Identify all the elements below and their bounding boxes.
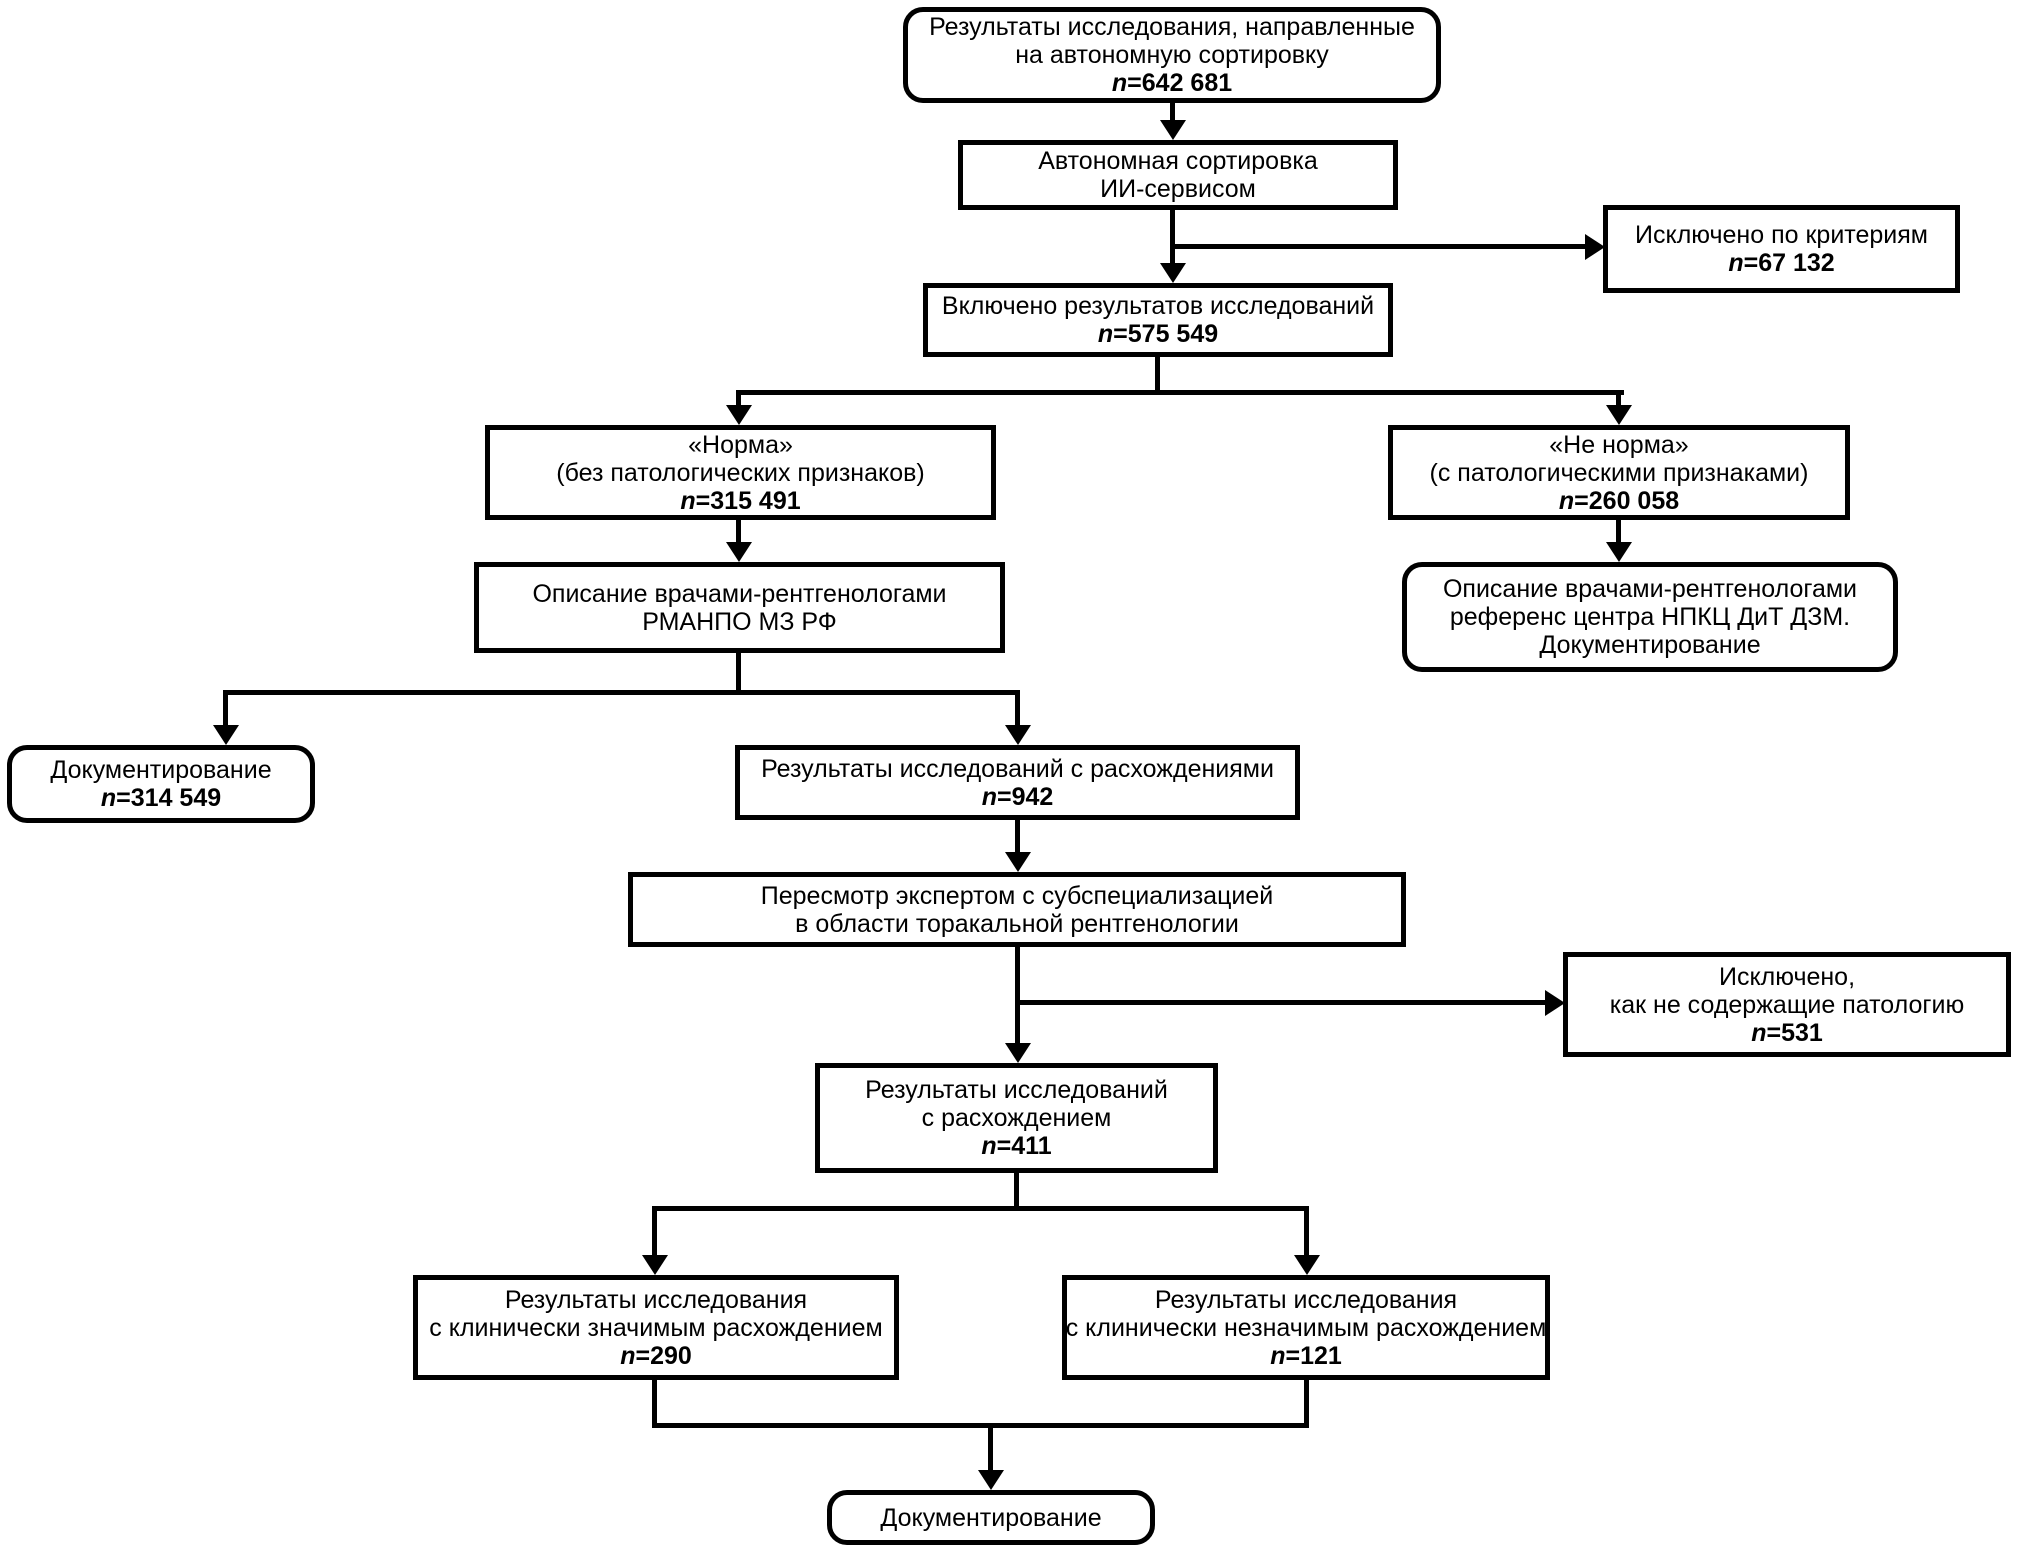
node-text: Описание врачами-рентгенологами <box>532 579 947 608</box>
node-text: Результаты исследований с расхождениями <box>761 754 1274 783</box>
flow-arrowhead <box>1585 234 1605 260</box>
node-text: (с патологическими признаками) <box>1429 458 1809 487</box>
flow-line <box>736 653 741 695</box>
flow-line <box>652 1380 657 1428</box>
flow-line <box>1616 390 1621 407</box>
node-text: «Норма» <box>688 430 793 459</box>
node-description-reference-center: Описание врачами-рентгенологами референс… <box>1402 562 1898 672</box>
node-text: Автономная сортировка <box>1038 147 1318 175</box>
flow-line <box>1616 520 1621 547</box>
flow-line <box>736 390 1624 395</box>
flow-line <box>1304 1206 1309 1257</box>
node-text: с расхождением <box>921 1104 1112 1132</box>
flow-arrowhead <box>1606 542 1632 562</box>
node-documentation-first: Документирование n=314 549 <box>7 745 315 823</box>
node-text: (без патологических признаков) <box>556 458 925 487</box>
flow-line <box>652 1423 1309 1428</box>
node-text: Результаты исследования <box>1154 1285 1458 1314</box>
node-text: референс центра НПКЦ ДиТ ДЗМ. <box>1449 603 1851 631</box>
node-text: в области торакальной рентгенологии <box>795 909 1239 938</box>
flow-line <box>1155 357 1160 395</box>
node-included-results: Включено результатов исследований n=575 … <box>923 283 1393 357</box>
node-count: n=315 491 <box>680 486 801 515</box>
flow-line <box>223 690 228 727</box>
node-text: РМАНПО МЗ РФ <box>642 607 837 636</box>
node-excluded-by-criteria: Исключено по критериям n=67 132 <box>1603 205 1960 293</box>
node-count: n=260 058 <box>1558 486 1680 515</box>
flow-arrowhead <box>1606 405 1632 425</box>
flow-arrowhead <box>1545 990 1565 1016</box>
flow-arrowhead <box>1294 1255 1320 1275</box>
node-description-rmanpo: Описание врачами-рентгенологами РМАНПО М… <box>474 562 1005 653</box>
node-count: n=575 549 <box>1097 320 1219 348</box>
node-clinically-insignificant: Результаты исследования с клинически нез… <box>1062 1275 1550 1380</box>
flow-line <box>1015 947 1020 1045</box>
node-excluded-no-pathology: Исключено, как не содержащие патологию n… <box>1563 952 2011 1057</box>
node-text: Исключено, <box>1718 962 1856 991</box>
node-text: на автономную сортировку <box>1015 41 1329 69</box>
node-text: Пересмотр экспертом с субспециализацией <box>760 881 1274 910</box>
node-text: ИИ-сервисом <box>1100 175 1256 203</box>
node-count: n=411 <box>981 1132 1052 1160</box>
flow-arrowhead <box>726 405 752 425</box>
flow-line <box>223 690 1020 695</box>
node-text: как не содержащие патологию <box>1609 990 1965 1019</box>
node-count: n=121 <box>1270 1341 1342 1370</box>
flow-line <box>1170 103 1175 128</box>
flow-arrowhead <box>213 725 239 745</box>
flow-line <box>1015 690 1020 727</box>
flow-arrowhead <box>1005 725 1031 745</box>
flow-arrowhead <box>978 1470 1004 1490</box>
node-text: с клинически значимым расхождением <box>429 1313 883 1342</box>
node-count: n=642 681 <box>1111 69 1233 97</box>
node-start: Результаты исследования, направленные на… <box>903 7 1441 103</box>
node-ai-sorting: Автономная сортировка ИИ-сервисом <box>958 140 1398 210</box>
node-not-norm: «Не норма» (с патологическими признаками… <box>1388 425 1850 520</box>
node-text: Исключено по критериям <box>1635 221 1928 249</box>
flow-line <box>1304 1380 1309 1428</box>
flow-arrowhead <box>1005 852 1031 872</box>
flow-line <box>652 1206 657 1257</box>
flow-arrowhead <box>1160 263 1186 283</box>
node-clinically-significant: Результаты исследования с клинически зна… <box>413 1275 899 1380</box>
node-text: Описание врачами-рентгенологами <box>1442 575 1857 603</box>
node-text: Результаты исследования <box>504 1285 808 1314</box>
flow-line <box>1173 244 1585 249</box>
flow-line <box>988 1423 993 1472</box>
node-count: n=531 <box>1751 1018 1823 1047</box>
node-text: с клинически незначимым расхождением <box>1065 1313 1547 1342</box>
flow-line <box>1018 1000 1545 1005</box>
node-count: n=290 <box>620 1341 692 1370</box>
node-text: «Не норма» <box>1549 430 1689 459</box>
node-results-discrepancies: Результаты исследований с расхождениями … <box>735 745 1300 820</box>
flow-arrowhead <box>1160 120 1186 140</box>
node-text: Документирование <box>50 756 272 784</box>
flow-line <box>1014 1173 1019 1211</box>
node-results-discrepancy-411: Результаты исследований с расхождением n… <box>815 1063 1218 1173</box>
flow-arrowhead <box>642 1255 668 1275</box>
node-norm: «Норма» (без патологических признаков) n… <box>485 425 996 520</box>
node-text: Результаты исследования, направленные <box>929 13 1415 41</box>
flow-line <box>652 1206 1309 1211</box>
node-text: Результаты исследований <box>865 1076 1168 1104</box>
node-expert-review: Пересмотр экспертом с субспециализацией … <box>628 872 1406 947</box>
flow-arrowhead <box>1005 1043 1031 1063</box>
flow-line <box>1015 820 1020 854</box>
node-text: Включено результатов исследований <box>941 292 1375 320</box>
node-documentation-final: Документирование <box>827 1490 1155 1545</box>
node-count: n=67 132 <box>1728 249 1835 277</box>
flow-line <box>1170 210 1175 267</box>
flow-line <box>736 390 741 407</box>
node-count: n=314 549 <box>100 784 222 812</box>
node-text: Документирование <box>880 1503 1102 1532</box>
node-count: n=942 <box>981 782 1054 811</box>
node-text: Документирование <box>1539 631 1761 659</box>
flow-line <box>736 520 741 547</box>
flow-arrowhead <box>726 542 752 562</box>
